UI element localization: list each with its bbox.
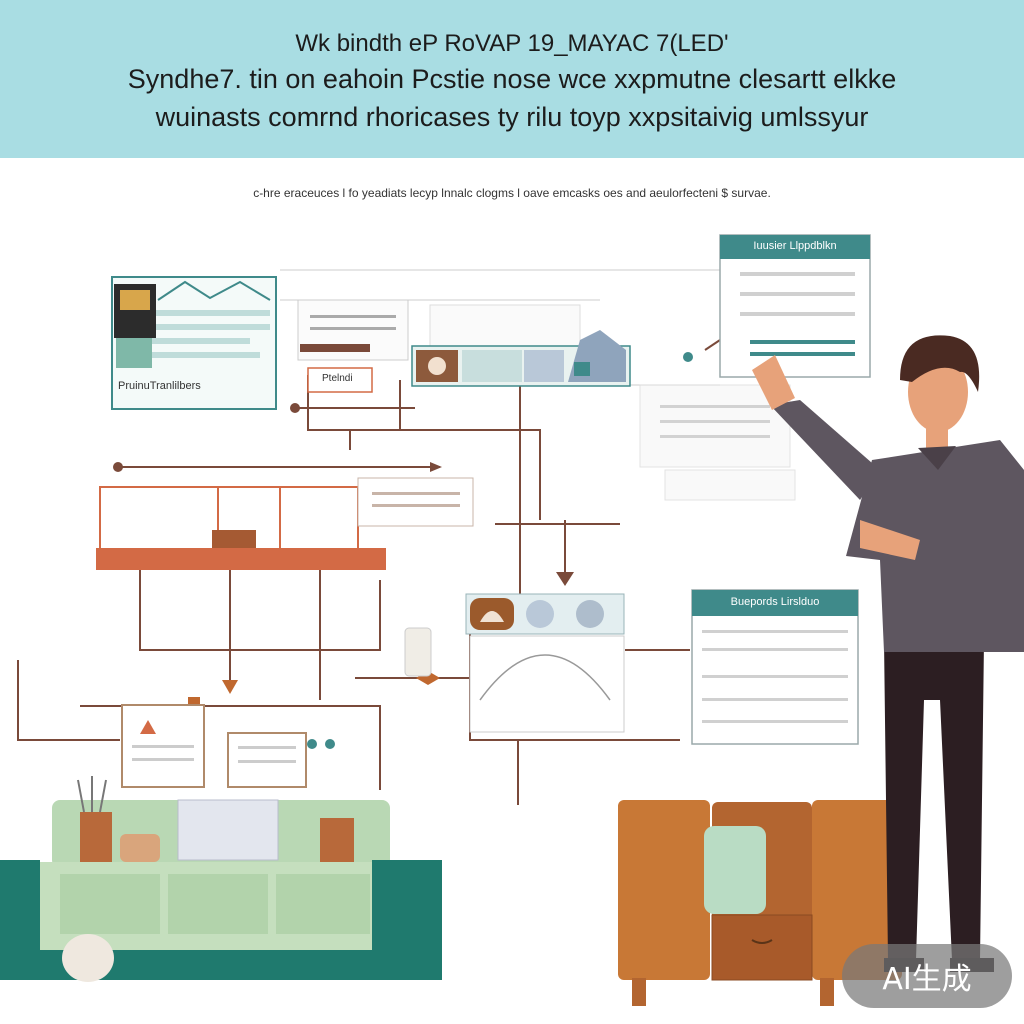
header-line-3: wuinasts comrnd rhoricases ty rilu toyp …	[155, 102, 869, 132]
subtitle: c-hre eraceuces l fo yeadiats lecyp lnna…	[253, 186, 771, 200]
card-mid-right	[691, 589, 859, 745]
tag-label: Ptelndi	[322, 373, 353, 384]
diagram-illustration	[0, 234, 1024, 1006]
poster-caption: PruinuTranlilbers	[118, 380, 201, 392]
poster-top-left	[111, 276, 277, 410]
sofa	[0, 776, 442, 982]
chart-node-center	[404, 593, 625, 733]
card-top-right-header: Iuusier Llppdblkn	[753, 240, 837, 252]
header-banner	[0, 0, 1024, 158]
header-line-2: Syndhe7. tin on eahoin Pcstie nose wce x…	[127, 64, 897, 94]
small-frames	[121, 704, 335, 788]
tag-box	[307, 367, 373, 393]
toolbar-card	[411, 330, 631, 387]
card-top-right	[719, 234, 871, 378]
card-mid-right-header: Buepords Lirslduo	[730, 596, 820, 608]
header-line-1: Wk bindth eP RoVAP 19_MAYAC 7(LED'	[295, 30, 729, 57]
cabinet	[618, 800, 902, 1006]
panel-right-faded	[639, 384, 796, 501]
document-mid-top	[297, 299, 581, 361]
workstation-orange	[96, 477, 474, 570]
ai-generated-badge: AI生成	[842, 944, 1012, 1008]
